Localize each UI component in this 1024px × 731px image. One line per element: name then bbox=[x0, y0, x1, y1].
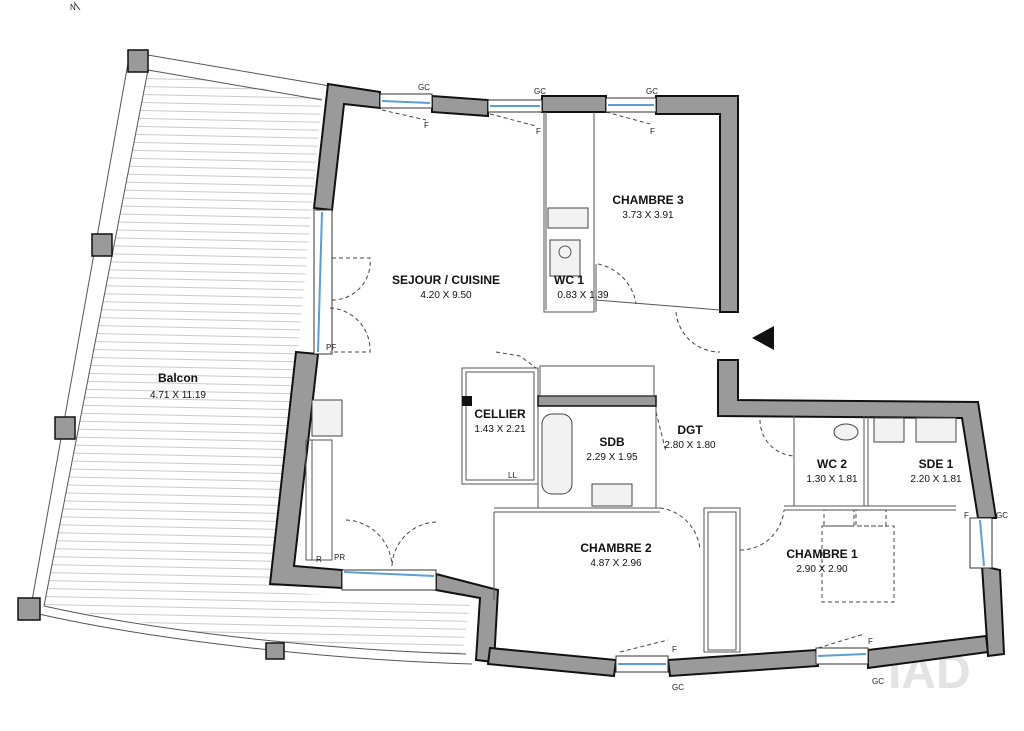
bathtub-icon bbox=[541, 413, 573, 495]
svg-text:R: R bbox=[316, 555, 322, 564]
svg-text:CHAMBRE 2: CHAMBRE 2 bbox=[580, 541, 652, 555]
balcony-post bbox=[17, 597, 41, 621]
svg-text:1.43 X 2.21: 1.43 X 2.21 bbox=[474, 424, 526, 435]
room-label-chambre2: CHAMBRE 2 4.87 X 2.96 bbox=[580, 541, 652, 569]
svg-text:WC 2: WC 2 bbox=[817, 457, 847, 471]
balcony-post bbox=[127, 49, 149, 73]
svg-text:2.20 X 1.81: 2.20 X 1.81 bbox=[910, 474, 962, 485]
decking-line bbox=[20, 660, 500, 670]
windows bbox=[313, 93, 993, 673]
room-label-sdb: SDB 2.29 X 1.95 bbox=[586, 435, 638, 463]
svg-text:CELLIER: CELLIER bbox=[474, 407, 526, 421]
svg-text:GC: GC bbox=[672, 683, 684, 692]
entrance-icon bbox=[752, 326, 774, 350]
sink-icon bbox=[915, 417, 957, 443]
svg-text:WC 1: WC 1 bbox=[554, 273, 584, 287]
svg-text:SDB: SDB bbox=[599, 435, 625, 449]
interior-walls bbox=[461, 112, 956, 653]
room-label-chambre3: CHAMBRE 3 3.73 X 3.91 bbox=[612, 193, 684, 221]
room-label-sejour: SEJOUR / CUISINE 4.20 X 9.50 bbox=[392, 273, 500, 301]
svg-text:2.90 X 2.90: 2.90 X 2.90 bbox=[796, 564, 848, 575]
svg-text:3.73 X 3.91: 3.73 X 3.91 bbox=[622, 210, 674, 221]
svg-text:PR: PR bbox=[334, 553, 345, 562]
svg-text:LL: LL bbox=[508, 471, 517, 480]
svg-text:2.80 X 1.80: 2.80 X 1.80 bbox=[664, 440, 716, 451]
svg-text:CHAMBRE 3: CHAMBRE 3 bbox=[612, 193, 684, 207]
svg-text:GC: GC bbox=[646, 87, 658, 96]
svg-text:F: F bbox=[868, 637, 873, 646]
svg-text:GC: GC bbox=[418, 83, 430, 92]
svg-text:CHAMBRE 1: CHAMBRE 1 bbox=[786, 547, 858, 561]
svg-text:GC: GC bbox=[534, 87, 546, 96]
svg-text:2.29 X 1.95: 2.29 X 1.95 bbox=[586, 452, 638, 463]
svg-text:1.30 X 1.81: 1.30 X 1.81 bbox=[806, 474, 858, 485]
svg-text:F: F bbox=[650, 127, 655, 136]
north-arrow-icon: N bbox=[70, 1, 81, 12]
room-label-balcon: Balcon 4.71 X 11.19 bbox=[150, 371, 206, 401]
svg-text:PF: PF bbox=[326, 343, 336, 352]
shower-icon bbox=[873, 417, 905, 443]
room-label-wc1: WC 1 0.83 X 1.39 bbox=[554, 273, 609, 301]
svg-text:Balcon: Balcon bbox=[158, 371, 198, 385]
decking-line bbox=[44, 595, 470, 607]
svg-text:4.20 X 9.50: 4.20 X 9.50 bbox=[420, 290, 472, 301]
balcony-post bbox=[54, 416, 76, 440]
balcony-post bbox=[91, 233, 113, 257]
svg-text:DGT: DGT bbox=[677, 423, 703, 437]
opening-labels: GC GC GC F F F PF PR R LL F GC F GC F GC bbox=[316, 83, 1008, 692]
svg-text:SEJOUR / CUISINE: SEJOUR / CUISINE bbox=[392, 273, 500, 287]
meter-icon bbox=[462, 396, 472, 406]
sink-icon bbox=[591, 483, 633, 507]
decking-line bbox=[44, 70, 470, 71]
svg-text:0.83 X 1.39: 0.83 X 1.39 bbox=[557, 290, 609, 301]
svg-text:SDE 1: SDE 1 bbox=[919, 457, 954, 471]
decking-line bbox=[44, 603, 470, 615]
sink-icon bbox=[311, 399, 343, 437]
svg-text:F: F bbox=[672, 645, 677, 654]
svg-text:4.71 X 11.19: 4.71 X 11.19 bbox=[150, 390, 206, 401]
decking-line bbox=[20, 668, 500, 678]
balcony-post bbox=[265, 642, 285, 660]
room-label-dgt: DGT 2.80 X 1.80 bbox=[664, 423, 716, 451]
toilet-icon bbox=[833, 423, 859, 441]
fixtures bbox=[305, 207, 957, 603]
room-label-wc2: WC 2 1.30 X 1.81 bbox=[806, 457, 858, 485]
svg-text:F: F bbox=[964, 511, 969, 520]
svg-text:F: F bbox=[536, 127, 541, 136]
room-label-chambre1: CHAMBRE 1 2.90 X 2.90 bbox=[786, 547, 858, 575]
svg-text:4.87 X 2.96: 4.87 X 2.96 bbox=[590, 558, 642, 569]
svg-text:GC: GC bbox=[996, 511, 1008, 520]
decking-line bbox=[44, 611, 470, 623]
room-label-cellier: CELLIER 1.43 X 2.21 bbox=[474, 407, 526, 435]
svg-text:GC: GC bbox=[872, 677, 884, 686]
doors bbox=[329, 109, 865, 653]
room-label-sde1: SDE 1 2.20 X 1.81 bbox=[910, 457, 962, 485]
svg-text:F: F bbox=[424, 121, 429, 130]
north-label: N bbox=[70, 3, 76, 12]
